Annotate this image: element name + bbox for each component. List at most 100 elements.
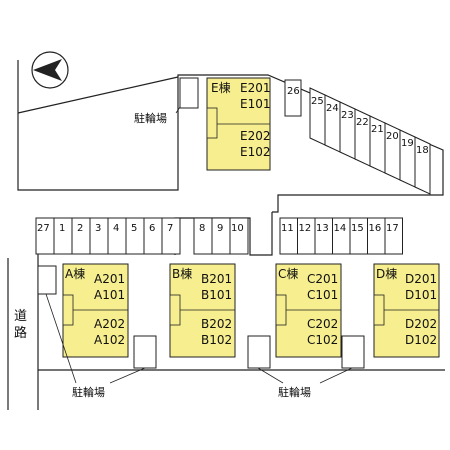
bike-parking-lower-c [247, 335, 271, 369]
unit-e101: E101 [240, 97, 271, 111]
parking-slot-12: 12 [297, 217, 316, 255]
unit-b102: B102 [201, 333, 232, 347]
parking-slot-label: 1 [59, 223, 65, 234]
bike-parking-label-right: 駐輪場 [278, 385, 311, 399]
building-e-name: E棟 [211, 80, 231, 95]
bike-leader-right-1 [257, 367, 284, 384]
parking-slot-label: 3 [95, 223, 101, 234]
parking-slot-label: 10 [231, 223, 244, 234]
parking-slot-label: 4 [113, 223, 119, 234]
parking-slot-27: 27 [35, 217, 55, 255]
unit-b202: B202 [201, 317, 232, 331]
parking-slot-16: 16 [367, 217, 386, 255]
parking-slot-label: 18 [416, 145, 429, 156]
parking-slot-label: 16 [369, 223, 382, 234]
parking-slot-2: 2 [71, 217, 91, 255]
parking-slot-label: 19 [401, 138, 414, 149]
parking-slot-15: 15 [349, 217, 368, 255]
parking-slot-label: 2 [77, 223, 83, 234]
parking-slot-25: 25 [309, 87, 326, 146]
site-boundary-slope [17, 76, 179, 114]
parking-slot-17: 17 [384, 217, 403, 255]
parking-slot-6: 6 [143, 217, 163, 255]
parking-slot-label: 23 [341, 110, 354, 121]
parking-slot-19: 19 [399, 129, 416, 188]
parking-slot-5: 5 [125, 217, 145, 255]
parking-slot-label: 8 [199, 223, 205, 234]
parking-slot-14: 14 [332, 217, 351, 255]
bike-leader-left-1 [45, 293, 77, 384]
parking-slot-label: 11 [281, 223, 294, 234]
parking-slot-label: 14 [334, 223, 347, 234]
unit-e102: E102 [240, 145, 271, 159]
unit-a102: A102 [94, 333, 125, 347]
unit-a101: A101 [94, 288, 125, 302]
parking-slot-label: 24 [326, 103, 339, 114]
unit-b201: B201 [201, 272, 232, 286]
building-c-name: C棟 [278, 266, 298, 281]
road-label-char-1: 道 [14, 309, 27, 324]
parking-slot-label: 12 [299, 223, 312, 234]
parking-slot-label: 22 [356, 117, 369, 128]
unit-d101: D101 [405, 288, 437, 302]
building-b-name: B棟 [172, 266, 192, 281]
parking-slot-10: 10 [229, 217, 249, 255]
parking-slot-9: 9 [211, 217, 231, 255]
parking-slot-24: 24 [324, 94, 341, 153]
parking-slot-label: 21 [371, 124, 384, 135]
unit-c201: C201 [307, 272, 338, 286]
bike-parking-lower-left [37, 265, 57, 295]
unit-d201: D201 [405, 272, 437, 286]
parking-slot-label: 15 [351, 223, 364, 234]
bike-parking-label-top: 駐輪場 [134, 111, 167, 125]
parking-slot-4: 4 [107, 217, 127, 255]
unit-c102: C102 [307, 333, 338, 347]
bike-parking-label-left: 駐輪場 [72, 385, 105, 399]
parking-slot-26: 26 [284, 79, 302, 117]
parking-slot-18: 18 [414, 136, 431, 195]
parking-slot-label: 17 [386, 223, 399, 234]
parking-slot-20: 20 [384, 122, 401, 181]
unit-c202: C202 [307, 317, 338, 331]
parking-slot-11: 11 [279, 217, 298, 255]
bike-leader-right-2 [319, 367, 353, 384]
parking-slot-3: 3 [89, 217, 109, 255]
parking-slot-label: 7 [167, 223, 173, 234]
parking-slot-7: 7 [161, 217, 181, 255]
unit-d102: D102 [405, 333, 437, 347]
parking-slot-label: 20 [386, 131, 399, 142]
parking-slot-label: 27 [37, 223, 50, 234]
bike-parking-lower-b [133, 335, 157, 369]
building-e: E棟 E201 E101 E202 E102 [206, 77, 271, 171]
building-d-name: D棟 [376, 266, 397, 281]
unit-a201: A201 [94, 272, 125, 286]
parking-slot-label: 5 [131, 223, 137, 234]
parking-slot-22: 22 [354, 108, 371, 167]
bike-parking-lower-d [341, 335, 365, 369]
parking-slot-8: 8 [193, 217, 213, 255]
parking-slot-label: 26 [287, 86, 300, 97]
unit-d202: D202 [405, 317, 437, 331]
parking-slot-label: 25 [311, 96, 324, 107]
bike-leader-top [175, 106, 181, 114]
unit-e201: E201 [240, 81, 271, 95]
building-a-name: A棟 [65, 266, 85, 281]
unit-b101: B101 [201, 288, 232, 302]
bike-parking-top [179, 77, 199, 109]
unit-a202: A202 [94, 317, 125, 331]
parking-slot-label: 13 [316, 223, 329, 234]
parking-slot-23: 23 [339, 101, 356, 160]
road-label-char-2: 路 [14, 325, 27, 341]
unit-c101: C101 [307, 288, 338, 302]
north-arrow-icon [31, 51, 69, 89]
parking-slot-13: 13 [314, 217, 333, 255]
